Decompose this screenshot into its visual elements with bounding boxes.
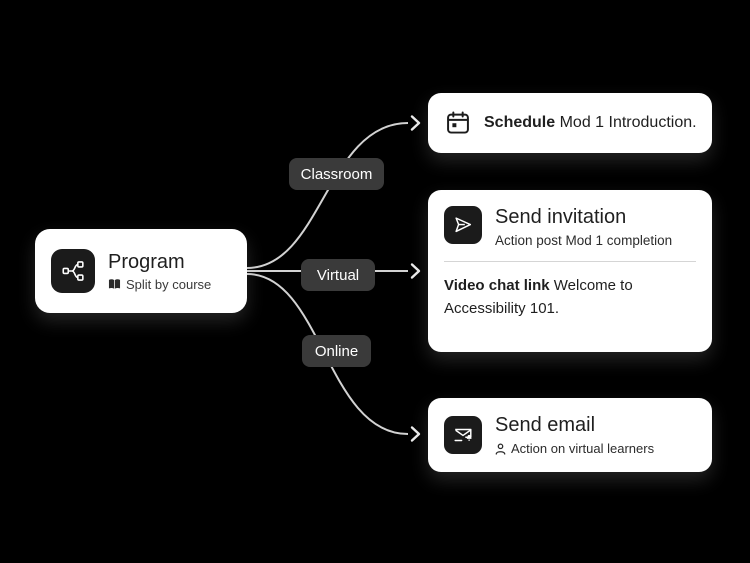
arrow-icon <box>410 426 421 442</box>
arrow-icon <box>410 263 421 279</box>
split-icon <box>51 249 95 293</box>
schedule-title-rest: Mod 1 Introduction. <box>555 114 697 131</box>
email-subtitle: Action on virtual learners <box>495 441 654 456</box>
program-node[interactable]: Program Split by course <box>35 229 247 313</box>
invitation-title: Send invitation <box>495 206 627 228</box>
email-title: Send email <box>495 414 596 436</box>
branch-label-virtual[interactable]: Virtual <box>301 259 375 291</box>
email-subtitle-label: Action on virtual learners <box>511 441 655 456</box>
program-text: Program Split by course <box>108 251 211 292</box>
branch-label-classroom[interactable]: Classroom <box>289 158 384 190</box>
arrow-icon <box>410 115 421 131</box>
invitation-header-text: Send invitation Action post Mod 1 comple… <box>495 206 672 248</box>
program-title: Program <box>108 250 185 273</box>
schedule-title: Schedule Mod 1 Introduction. <box>484 114 697 132</box>
schedule-node[interactable]: Schedule Mod 1 Introduction. <box>428 93 712 153</box>
calendar-icon <box>444 109 472 137</box>
email-alert-icon <box>444 416 482 454</box>
program-subtitle-label: Split by course <box>126 276 212 292</box>
invitation-detail-label: Video chat link <box>444 277 550 294</box>
divider <box>444 261 696 262</box>
person-icon <box>495 442 506 455</box>
invitation-detail-rest: Welcome to Accessibility 101. <box>444 277 633 318</box>
send-email-node[interactable]: Send email Action on virtual learners <box>428 398 712 472</box>
program-subtitle: Split by course <box>108 277 211 292</box>
invitation-detail: Video chat link Welcome to Accessibility… <box>444 274 649 321</box>
schedule-action-label: Schedule <box>484 114 556 131</box>
send-invitation-node[interactable]: Send invitation Action post Mod 1 comple… <box>428 190 712 352</box>
branch-label-online[interactable]: Online <box>302 335 371 367</box>
invitation-subtitle: Action post Mod 1 completion <box>495 233 673 248</box>
book-icon <box>108 278 121 290</box>
email-text: Send email Action on virtual learners <box>495 414 654 456</box>
connector-classroom <box>246 122 409 269</box>
send-icon <box>444 206 482 244</box>
invitation-header: Send invitation Action post Mod 1 comple… <box>444 206 696 248</box>
